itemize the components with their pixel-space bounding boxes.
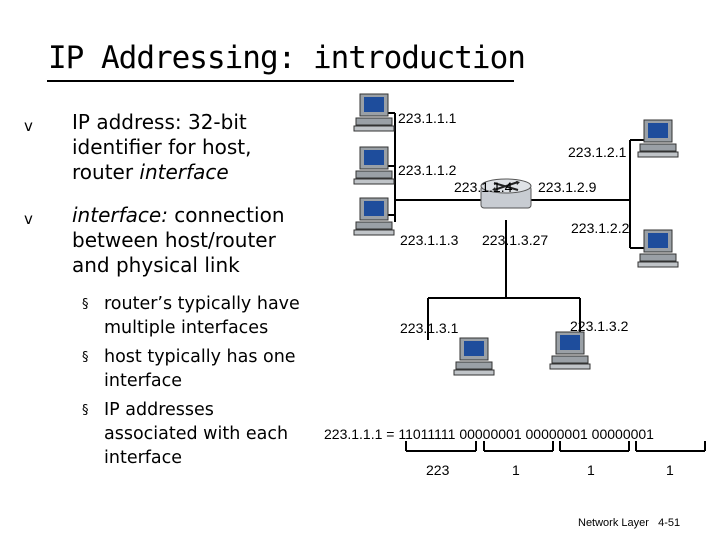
sub-bullet-2-line-2: interface bbox=[104, 371, 183, 391]
computer-icon bbox=[353, 93, 395, 132]
address-label: 223.1.1.2 bbox=[398, 162, 457, 178]
binary-equation: 223.1.1.1 = 11011111 00000001 00000001 0… bbox=[324, 426, 654, 442]
page-title: IP Addressing: introduction bbox=[48, 40, 526, 76]
footer-page-number: 4-51 bbox=[658, 517, 681, 529]
sub-bullet-3-line-3: interface bbox=[104, 448, 183, 468]
bullet-2-line-1: interface: connection bbox=[72, 203, 285, 227]
bullet-2-line-2: between host/router bbox=[72, 228, 276, 252]
address-label: 223.1.2.9 bbox=[538, 179, 597, 195]
router-icon bbox=[480, 178, 532, 209]
address-label: 223.1.3.27 bbox=[482, 232, 549, 248]
sub-bullet-3-line-1: IP addresses bbox=[104, 400, 214, 420]
octet-value: 1 bbox=[512, 462, 520, 478]
sub-bullet-3-line-2: associated with each bbox=[104, 424, 289, 444]
computer-icon bbox=[637, 119, 679, 158]
computer-icon bbox=[353, 197, 395, 236]
slide-footer: Network Layer 4-51 bbox=[578, 517, 680, 529]
computer-icon bbox=[353, 146, 395, 185]
sub-bullet-1-line-2: multiple interfaces bbox=[104, 318, 269, 338]
address-label: 223.1.3.2 bbox=[570, 318, 629, 334]
octet-value: 1 bbox=[666, 462, 674, 478]
computer-icon bbox=[453, 337, 495, 376]
bullet-1-line-2: identifier for host, bbox=[72, 135, 252, 159]
sub-bullet-icon: § bbox=[82, 350, 89, 365]
sub-bullet-icon: § bbox=[82, 297, 89, 312]
address-label: 223.1.1.1 bbox=[398, 110, 457, 126]
address-label: 223.1.2.1 bbox=[568, 144, 627, 160]
bullet-1-line-1: IP address: 32-bit bbox=[72, 110, 247, 134]
octet-value: 223 bbox=[426, 462, 450, 478]
bullet-icon: v bbox=[24, 117, 33, 135]
address-label: 223.1.3.1 bbox=[400, 320, 459, 336]
computer-icon bbox=[637, 229, 679, 268]
computer-icon bbox=[549, 331, 591, 370]
title-underline bbox=[47, 80, 514, 82]
sub-bullet-1-line-1: router’s typically have bbox=[104, 294, 300, 314]
sub-bullet-2-line-1: host typically has one bbox=[104, 347, 296, 367]
address-label: 223.1.2.2 bbox=[571, 220, 630, 236]
octet-value: 1 bbox=[587, 462, 595, 478]
binary-brackets bbox=[405, 441, 706, 452]
address-label: 223.1.1.3 bbox=[400, 232, 459, 248]
bullet-1-line-3: router interface bbox=[72, 160, 229, 184]
bullet-icon: v bbox=[24, 210, 33, 228]
address-label: 223.1.1.4 bbox=[454, 179, 513, 195]
sub-bullet-icon: § bbox=[82, 403, 89, 418]
bullet-2-line-3: and physical link bbox=[72, 253, 240, 277]
footer-left: Network Layer bbox=[578, 517, 649, 529]
